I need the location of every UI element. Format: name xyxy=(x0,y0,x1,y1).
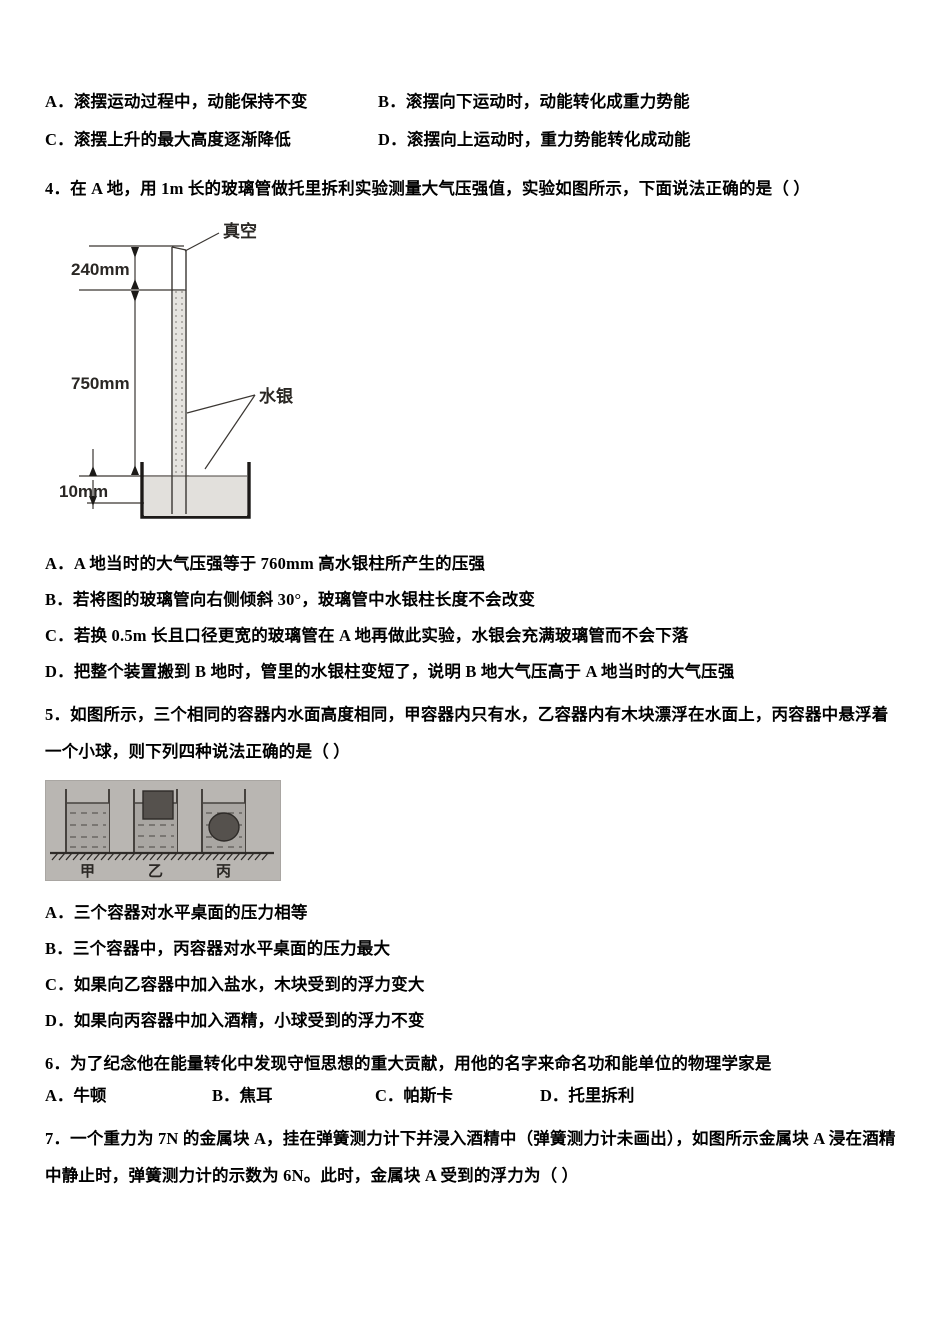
dim-label-240mm: 240mm xyxy=(71,260,130,279)
q5-options: A．三个容器对水平桌面的压力相等 B．三个容器中，丙容器对水平桌面的压力最大 C… xyxy=(45,895,913,1039)
q6-options: A．牛顿 B．焦耳 C．帕斯卡 D．托里拆利 xyxy=(45,1082,913,1120)
q4-option-d[interactable]: D．把整个装置搬到 B 地时，管里的水银柱变短了，说明 B 地大气压高于 A 地… xyxy=(45,662,735,681)
q5-option-c[interactable]: C．如果向乙容器中加入盐水，木块受到的浮力变大 xyxy=(45,975,425,994)
q6-option-b[interactable]: B．焦耳 xyxy=(212,1086,273,1105)
q7-stem-line2: 中静止时，弹簧测力计的示数为 6N。此时，金属块 A 受到的浮力为（ ） xyxy=(45,1166,579,1185)
q6-option-d[interactable]: D．托里拆利 xyxy=(540,1086,635,1105)
q5-figure-beakers: 甲 乙 丙 xyxy=(45,780,281,881)
q4-option-b[interactable]: B．若将图的玻璃管向右侧倾斜 30°，玻璃管中水银柱长度不会改变 xyxy=(45,590,536,609)
q3-option-b[interactable]: B．滚摆向下运动时，动能转化成重力势能 xyxy=(378,92,690,111)
q6-option-a[interactable]: A．牛顿 xyxy=(45,1086,107,1105)
q5-option-a[interactable]: A．三个容器对水平桌面的压力相等 xyxy=(45,903,308,922)
q3-option-a[interactable]: A．滚摆运动过程中，动能保持不变 xyxy=(45,92,308,111)
page-content: A．滚摆运动过程中，动能保持不变 B．滚摆向下运动时，动能转化成重力势能 C．滚… xyxy=(45,88,913,1194)
beaker-label-third: 丙 xyxy=(216,863,231,880)
beaker-label-second: 乙 xyxy=(148,864,163,880)
q7-stem-line1: 7．一个重力为 7N 的金属块 A，挂在弹簧测力计下并浸入酒精中（弹簧测力计未画… xyxy=(45,1129,896,1148)
dim-label-10mm: 10mm xyxy=(59,482,108,501)
q4-options: A．A 地当时的大气压强等于 760mm 高水银柱所产生的压强 B．若将图的玻璃… xyxy=(45,546,913,690)
dim-label-750mm: 750mm xyxy=(71,374,130,393)
beaker-label-first: 甲 xyxy=(80,863,95,880)
q5-stem-line2: 一个小球，则下列四种说法正确的是（ ） xyxy=(45,742,350,761)
q5-option-d[interactable]: D．如果向丙容器中加入酒精，小球受到的浮力不变 xyxy=(45,1011,425,1030)
q6-option-c[interactable]: C．帕斯卡 xyxy=(375,1086,453,1105)
label-vacuum: 真空 xyxy=(223,221,257,241)
q3-option-d[interactable]: D．滚摆向上运动时，重力势能转化成动能 xyxy=(378,130,691,149)
q3-option-row-ab: A．滚摆运动过程中，动能保持不变 B．滚摆向下运动时，动能转化成重力势能 xyxy=(45,88,913,126)
q5-stem-line1: 5．如图所示，三个相同的容器内水面高度相同，甲容器内只有水，乙容器内有木块漂浮在… xyxy=(45,705,889,724)
q4-option-a[interactable]: A．A 地当时的大气压强等于 760mm 高水银柱所产生的压强 xyxy=(45,554,486,573)
label-mercury: 水银 xyxy=(259,386,294,406)
q3-option-row-cd: C．滚摆上升的最大高度逐渐降低 D．滚摆向上运动时，重力势能转化成动能 xyxy=(45,126,913,164)
q4-stem: 4．在 A 地，用 1m 长的玻璃管做托里拆利实验测量大气压强值，实验如图所示，… xyxy=(45,179,811,198)
q6-stem: 6．为了纪念他在能量转化中发现守恒思想的重大贡献，用他的名字来命名功和能单位的物… xyxy=(45,1054,772,1073)
q3-option-c[interactable]: C．滚摆上升的最大高度逐渐降低 xyxy=(45,130,291,149)
q4-figure-torricelli: 240mm 750mm 10mm 真空 水银 xyxy=(59,217,379,532)
q5-option-b[interactable]: B．三个容器中，丙容器对水平桌面的压力最大 xyxy=(45,939,391,958)
q4-option-c[interactable]: C．若换 0.5m 长且口径更宽的玻璃管在 A 地再做此实验，水银会充满玻璃管而… xyxy=(45,626,689,645)
